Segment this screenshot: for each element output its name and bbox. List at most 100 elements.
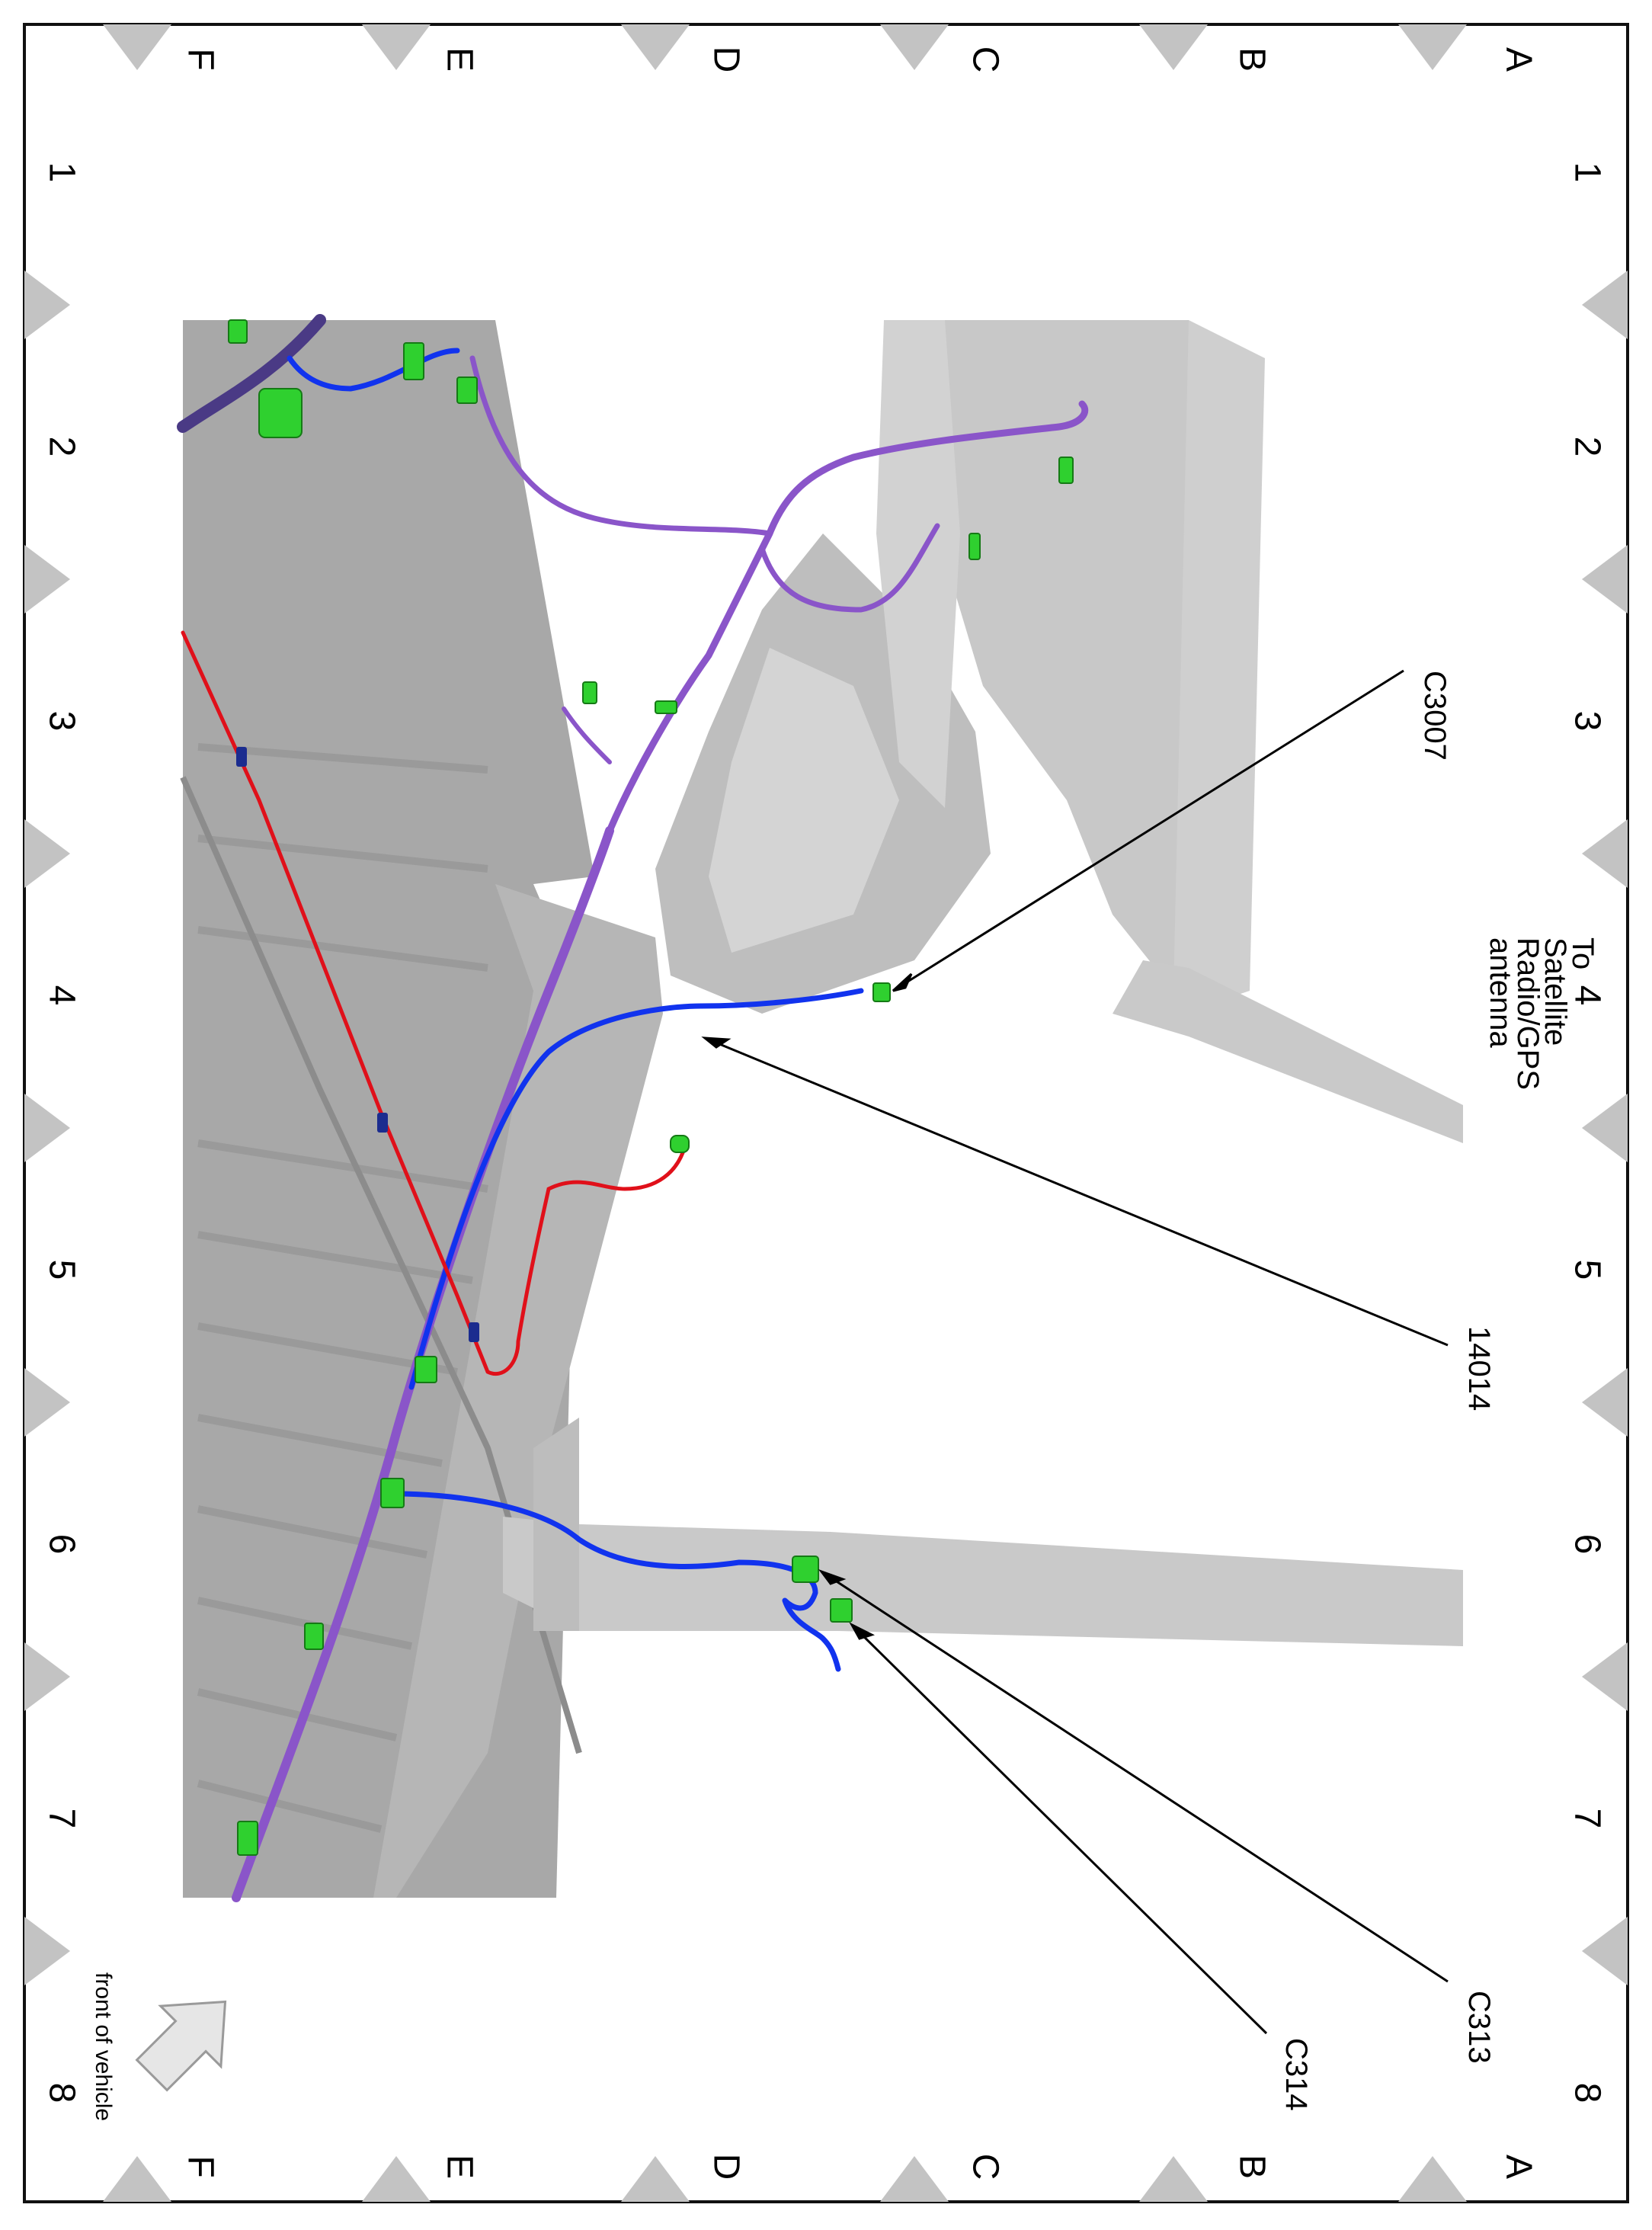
connector-floor-2 [380, 1478, 405, 1508]
clip-1 [236, 747, 247, 767]
leader-c3007-arrowhead [892, 972, 913, 992]
blue-harness [287, 348, 864, 1672]
connector-mid-1 [655, 700, 677, 714]
wheel-house-inner [709, 648, 899, 953]
grid-col-label-right-5: 5 [1567, 1260, 1607, 1280]
blue-wire-c313 [393, 1491, 841, 1672]
leader-lines [701, 669, 1449, 2035]
leader-14014-arrowhead [701, 1037, 732, 1049]
leader-c313-arrowhead [818, 1568, 847, 1585]
grid-col-label-left-4: 4 [41, 985, 82, 1006]
b-pillar [503, 1517, 1463, 1646]
label-satellite-line1: To [1566, 937, 1599, 969]
grid-marker-bottom-2 [362, 2156, 431, 2202]
purple-branch-lower [469, 355, 773, 537]
label-c3007: C3007 [1418, 671, 1452, 761]
grid-marker-left-6 [24, 1642, 70, 1711]
grid-marker-right-6 [1582, 1642, 1628, 1711]
clip-3 [469, 1322, 479, 1342]
floor-panel-light [373, 884, 663, 1898]
grid-col-label-left-7: 7 [41, 1809, 82, 1829]
grid-marker-top-3 [621, 24, 690, 70]
blue-wire-left-upper [287, 348, 460, 392]
grid-row-label-bottom-C: C [965, 2154, 1005, 2180]
grid-marker-top-1 [103, 24, 171, 70]
grid-row-label-bottom-D: D [706, 2154, 746, 2180]
wire-clips [236, 747, 479, 1342]
connector-mid-4 [1058, 457, 1074, 484]
grid-col-label-left-2: 2 [41, 437, 82, 457]
grid-marker-left-1 [24, 271, 70, 339]
grid-marker-bottom-1 [103, 2156, 171, 2202]
grid-col-label-right-6: 6 [1567, 1534, 1607, 1555]
leader-c314-arrowhead [849, 1622, 875, 1640]
grid-marker-right-1 [1582, 271, 1628, 339]
grid-marker-top-6 [1398, 24, 1467, 70]
grid-col-label-right-1: 1 [1567, 162, 1607, 183]
vehicle-body [180, 320, 1463, 1898]
grid-marker-left-5 [24, 1368, 70, 1437]
connector-floor-4 [237, 1821, 258, 1856]
connector-upper-2 [403, 342, 424, 380]
grid-marker-right-3 [1582, 819, 1628, 888]
leader-14014 [704, 1037, 1449, 1347]
grid-marker-left-4 [24, 1094, 70, 1162]
label-front-of-vehicle: front of vehicle [91, 1972, 116, 2121]
grid-col-label-right-4: 4 [1567, 985, 1607, 1006]
connector-upper-4 [228, 319, 248, 344]
grid-marker-bottom-5 [1139, 2156, 1208, 2202]
connector-floor-3 [304, 1623, 324, 1650]
grid-row-label-top-B: B [1231, 47, 1272, 72]
grid-col-label-left-8: 8 [41, 2083, 82, 2103]
grid-row-label-top-C: C [965, 46, 1005, 73]
grid-row-label-bottom-A: A [1498, 2155, 1538, 2179]
grid-marker-bottom-4 [880, 2156, 949, 2202]
grid-col-label-left-6: 6 [41, 1534, 82, 1555]
callouts: C3007 To Satellite Radio/GPS antenna 140… [91, 671, 1599, 2121]
grid-row-label-top-F: F [180, 48, 220, 70]
grid-marker-left-3 [24, 819, 70, 888]
label-satellite-line4: antenna [1484, 937, 1517, 1048]
connector-floor-1 [415, 1356, 437, 1383]
grid-marker-right-2 [1582, 545, 1628, 614]
grid-markers [24, 24, 1628, 2202]
blue-wire-14014 [408, 988, 864, 1390]
connector-c314 [830, 1598, 853, 1623]
grid-marker-right-7 [1582, 1917, 1628, 1985]
connector-c313 [792, 1556, 819, 1583]
grid-col-label-right-2: 2 [1567, 437, 1607, 457]
front-of-vehicle-arrow-icon [135, 2000, 227, 2092]
label-satellite-line3: Radio/GPS [1511, 937, 1545, 1090]
label-satellite-line2: Satellite [1538, 937, 1572, 1046]
grid-col-label-left-3: 3 [41, 711, 82, 732]
label-14014: 14014 [1462, 1326, 1496, 1411]
label-c314: C314 [1279, 2038, 1313, 2111]
grid-col-label-right-3: 3 [1567, 711, 1607, 732]
grid-marker-left-7 [24, 1917, 70, 1985]
grid-marker-left-2 [24, 545, 70, 614]
grid-marker-top-2 [362, 24, 431, 70]
grid-row-label-top-D: D [706, 46, 746, 73]
connector-upper-1 [258, 388, 303, 438]
purple-branch-stub [562, 706, 612, 764]
leader-c3007 [892, 669, 1404, 992]
leader-c313 [821, 1570, 1449, 1983]
grid-row-label-top-E: E [439, 47, 479, 72]
grid-marker-right-5 [1582, 1368, 1628, 1437]
grid-col-label-right-8: 8 [1567, 2083, 1607, 2103]
clip-2 [377, 1113, 388, 1133]
purple-dark-trunk [177, 314, 326, 433]
connector-upper-3 [456, 376, 478, 404]
grid-marker-bottom-6 [1398, 2156, 1467, 2202]
label-c313: C313 [1462, 1991, 1496, 2064]
roof-rail [1173, 320, 1265, 1006]
grid-row-label-bottom-B: B [1231, 2155, 1272, 2179]
grid-col-label-left-5: 5 [41, 1260, 82, 1280]
leader-c314 [850, 1623, 1268, 2035]
grid-row-label-bottom-E: E [439, 2155, 479, 2179]
c-pillar [1113, 960, 1463, 1143]
grid-marker-top-5 [1139, 24, 1208, 70]
